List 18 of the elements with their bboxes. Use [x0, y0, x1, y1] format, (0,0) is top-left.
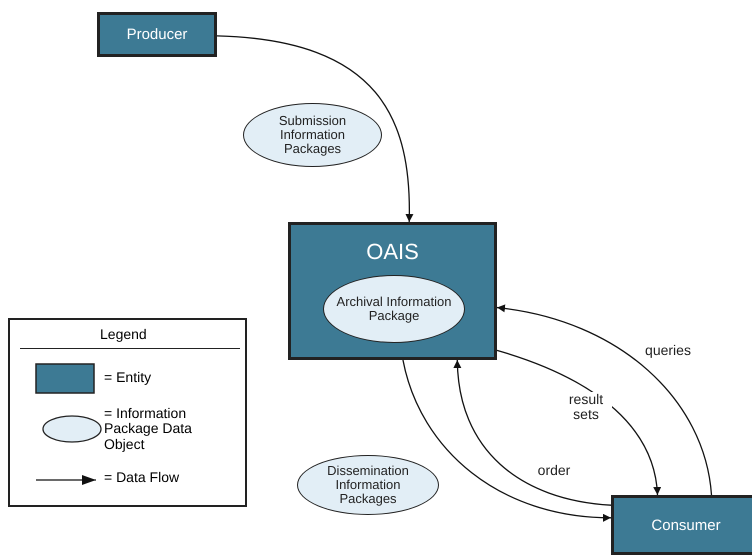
arrow: [496, 304, 712, 496]
node-label: Dissemination Information Packages: [326, 464, 410, 506]
node-label: Consumer: [651, 516, 721, 534]
legend-title: Legend: [100, 326, 147, 342]
entity-box: [288, 222, 497, 360]
node-label: Archival Information Package: [336, 294, 452, 324]
legend-text: = Information Package Data Object: [104, 406, 193, 452]
legend-text: = Entity: [104, 370, 152, 386]
arrow: [402, 360, 612, 522]
node-label: OAIS: [366, 239, 419, 265]
node-label: Submission Information Packages: [278, 114, 348, 156]
arrow: [216, 35, 414, 222]
node-label: Producer: [126, 26, 188, 43]
entity-box: [97, 12, 217, 57]
legend-text: = Data Flow: [104, 470, 180, 486]
entity-box: [611, 495, 752, 555]
arrow: [454, 360, 612, 506]
arrow: [496, 350, 661, 496]
